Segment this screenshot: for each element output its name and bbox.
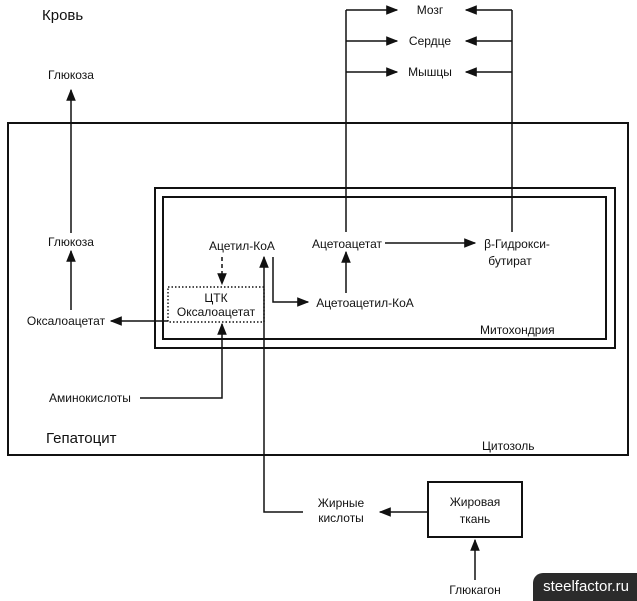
blood-label: Кровь — [42, 7, 83, 24]
hydroxybutyrate-label-line2: бутират — [488, 254, 532, 268]
watermark: steelfactor.ru — [533, 573, 637, 601]
hepatocyte-box — [7, 122, 629, 456]
arrow-amino-acids-to-tca — [140, 322, 227, 399]
brain-label: Мозг — [417, 3, 444, 17]
hydroxybutyrate-label-line1: β-Гидрокси- — [484, 237, 550, 251]
acetoacetate-label: Ацетоацетат — [312, 237, 383, 251]
arrow-acetyl-coa-to-acetoacetyl-coa — [272, 257, 310, 307]
tca-oxaloacetate-label: Оксалоацетат — [177, 305, 256, 319]
tca-label: ЦТК — [204, 291, 227, 305]
adipose-tissue-box — [427, 481, 523, 538]
mitochondria-outer-box — [154, 187, 616, 349]
oxaloacetate-cytosol-label: Оксалоацетат — [27, 314, 106, 328]
glucose-cytosol-label: Глюкоза — [48, 235, 94, 249]
glucose-blood-label: Глюкоза — [48, 68, 94, 82]
mitochondria-inner-box — [162, 196, 607, 340]
adipose-tissue-label-line1: Жировая — [450, 495, 501, 509]
acetyl-coa-label: Ацетил-КоА — [209, 239, 275, 253]
glucagon-label: Глюкагон — [449, 583, 500, 597]
hepatocyte-label: Гепатоцит — [46, 430, 117, 447]
mitochondria-label: Митохондрия — [480, 323, 555, 337]
fatty-acids-label-line2: кислоты — [318, 511, 364, 525]
amino-acids-label: Аминокислоты — [49, 391, 131, 405]
arrow-fatty-acids-to-acetyl-coa — [259, 255, 303, 513]
cytosol-label: Цитозоль — [482, 439, 535, 453]
fatty-acids-label-line1: Жирные — [318, 496, 365, 510]
acetoacetyl-coa-label: Ацетоацетил-КоА — [316, 296, 414, 310]
adipose-tissue-label-line2: ткань — [460, 512, 491, 526]
muscles-label: Мышцы — [408, 65, 452, 79]
heart-label: Сердце — [409, 34, 451, 48]
